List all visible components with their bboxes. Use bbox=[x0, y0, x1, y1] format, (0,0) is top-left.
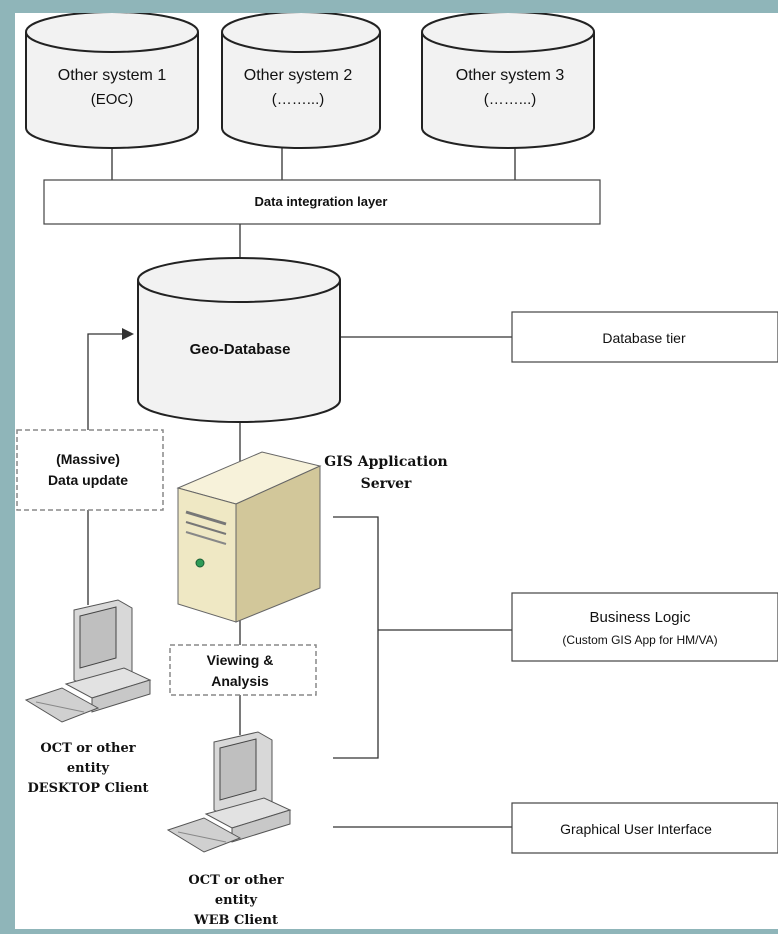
gis-server-line2: Server bbox=[361, 476, 412, 492]
business-logic-box: Business Logic (Custom GIS App for HM/VA… bbox=[511, 592, 778, 662]
system-3-sub: (……...) bbox=[484, 91, 537, 108]
database-tier-label: Database tier bbox=[602, 330, 686, 346]
diagram-canvas: Other system 1 (EOC) Other system 2 (…….… bbox=[15, 11, 778, 929]
system-cylinder-3: Other system 3 (……...) bbox=[421, 11, 595, 149]
system-cylinder-1: Other system 1 (EOC) bbox=[25, 11, 199, 149]
web-client-line2: entity bbox=[215, 893, 258, 908]
gui-tier-box: Graphical User Interface bbox=[511, 802, 778, 854]
system-3-name: Other system 3 bbox=[456, 67, 565, 84]
data-update-line2: Data update bbox=[48, 472, 128, 488]
desktop-client-line2: entity bbox=[67, 761, 110, 776]
gis-server-line1: GIS Application bbox=[324, 454, 447, 470]
web-client-line1: OCT or other bbox=[188, 873, 283, 888]
viewing-line2: Analysis bbox=[211, 673, 269, 689]
geo-database-label: Geo-Database bbox=[190, 341, 291, 358]
system-1-name: Other system 1 bbox=[58, 67, 167, 84]
system-1-sub: (EOC) bbox=[91, 91, 134, 108]
gui-tier-label: Graphical User Interface bbox=[560, 821, 712, 837]
data-update-box: (Massive) Data update bbox=[16, 429, 164, 511]
system-2-name: Other system 2 bbox=[244, 67, 353, 84]
integration-layer-label: Data integration layer bbox=[255, 194, 388, 209]
data-integration-layer: Data integration layer bbox=[43, 179, 601, 225]
viewing-analysis-box: Viewing & Analysis bbox=[169, 644, 317, 696]
business-logic-sub: (Custom GIS App for HM/VA) bbox=[562, 633, 717, 647]
desktop-client-line3: DESKTOP Client bbox=[27, 781, 148, 796]
database-tier-box: Database tier bbox=[511, 311, 778, 363]
geo-database-cylinder: Geo-Database bbox=[137, 257, 341, 423]
desktop-client-line1: OCT or other bbox=[40, 741, 135, 756]
desktop-client-computer-icon bbox=[24, 599, 152, 723]
data-update-line1: (Massive) bbox=[56, 451, 120, 467]
arrowhead-icon bbox=[122, 328, 134, 340]
viewing-line1: Viewing & bbox=[207, 652, 274, 668]
connector-lines bbox=[87, 148, 516, 828]
system-2-sub: (……...) bbox=[272, 91, 325, 108]
web-client-line3: WEB Client bbox=[193, 913, 278, 928]
server-icon bbox=[176, 451, 322, 623]
system-cylinder-2: Other system 2 (……...) bbox=[221, 11, 381, 149]
web-client-computer-icon bbox=[166, 731, 292, 853]
business-logic-label: Business Logic bbox=[590, 609, 691, 626]
